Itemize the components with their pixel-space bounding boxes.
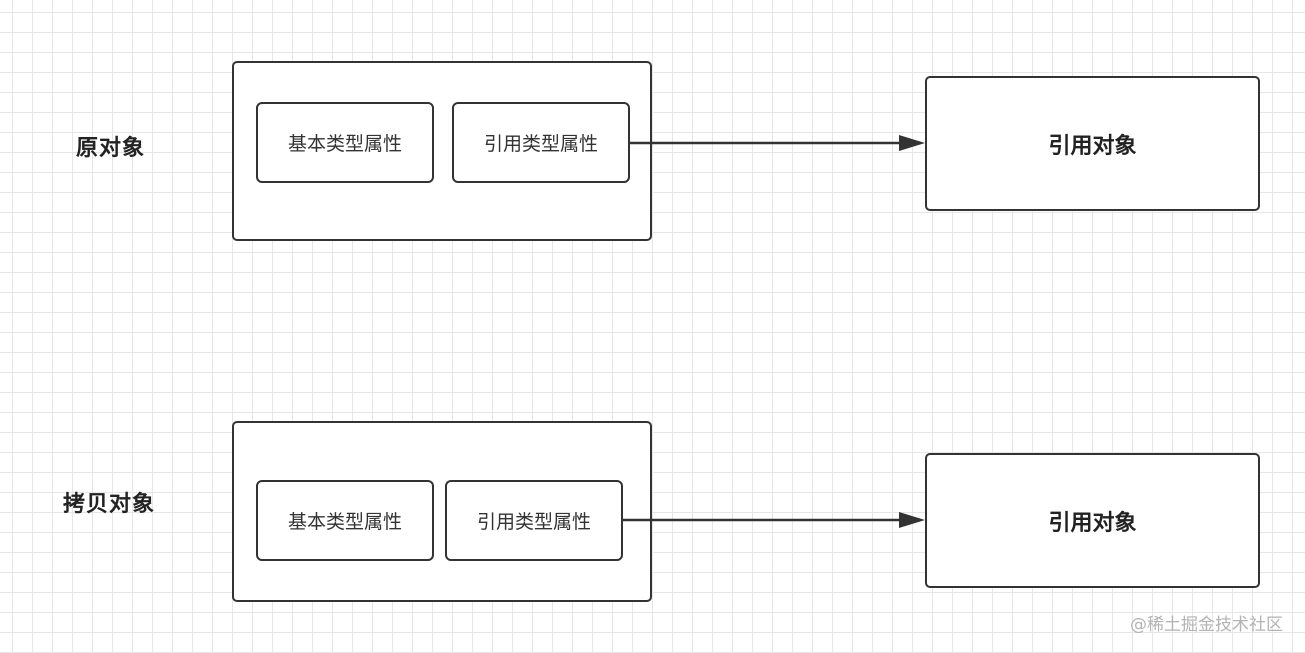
- copy-reference-prop-box: 引用类型属性: [445, 480, 623, 561]
- copy-object-label: 拷贝对象: [63, 492, 156, 517]
- original-primitive-prop-box: 基本类型属性: [256, 102, 434, 183]
- original-reference-arrow: [630, 135, 925, 151]
- original-object-label: 原对象: [76, 136, 146, 161]
- copy-referenced-object-box: 引用对象: [925, 453, 1260, 588]
- original-reference-prop-box: 引用类型属性: [452, 102, 630, 183]
- copy-reference-arrow: [623, 512, 925, 528]
- copy-primitive-prop-box: 基本类型属性: [256, 480, 434, 561]
- watermark: @稀土掘金技术社区: [1130, 615, 1283, 635]
- original-referenced-object-box: 引用对象: [925, 76, 1260, 211]
